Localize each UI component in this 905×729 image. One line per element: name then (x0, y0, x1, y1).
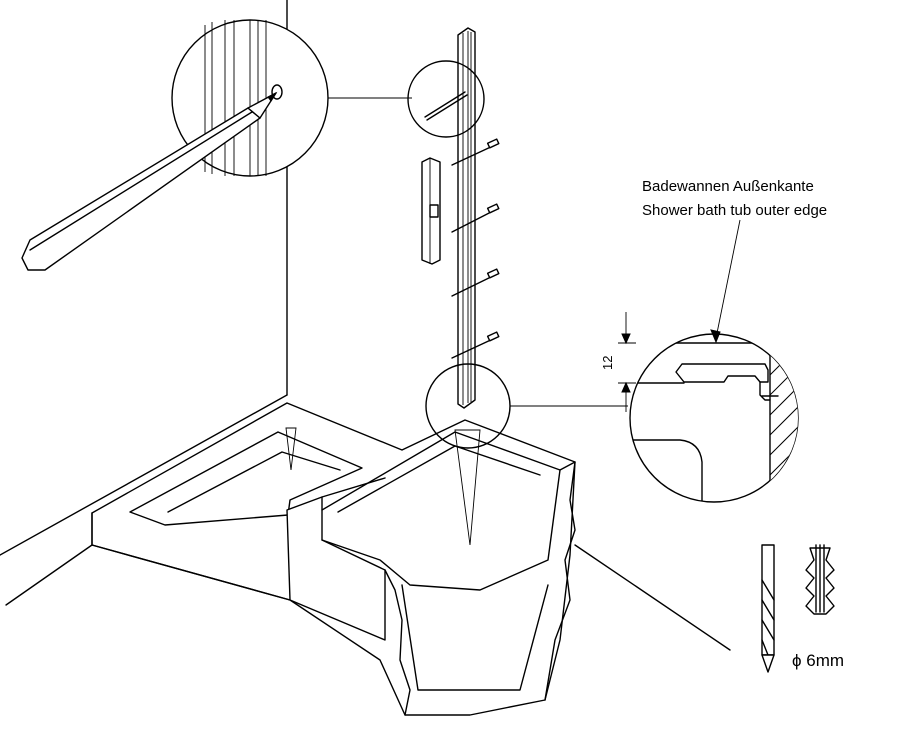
pencil-detail (21, 19, 412, 271)
shower-tray (91, 402, 576, 716)
wall-plug-icon (805, 544, 835, 615)
edge-label-english: Shower bath tub outer edge (642, 202, 827, 219)
drill-bit-icon (761, 544, 775, 673)
edge-detail (629, 333, 799, 503)
screw-row (451, 138, 500, 359)
wall-profile (451, 27, 500, 409)
mark-circle (407, 60, 485, 138)
dimension-12: 12 (600, 312, 636, 412)
drill-size-label: ϕ 6mm (792, 651, 844, 670)
dimension-label: 12 (600, 356, 615, 370)
bracket-piece (421, 157, 441, 265)
edge-callout-leader (710, 219, 741, 344)
edge-label-german: Badewannen Außenkante (642, 178, 814, 195)
joint-circle (425, 363, 628, 449)
